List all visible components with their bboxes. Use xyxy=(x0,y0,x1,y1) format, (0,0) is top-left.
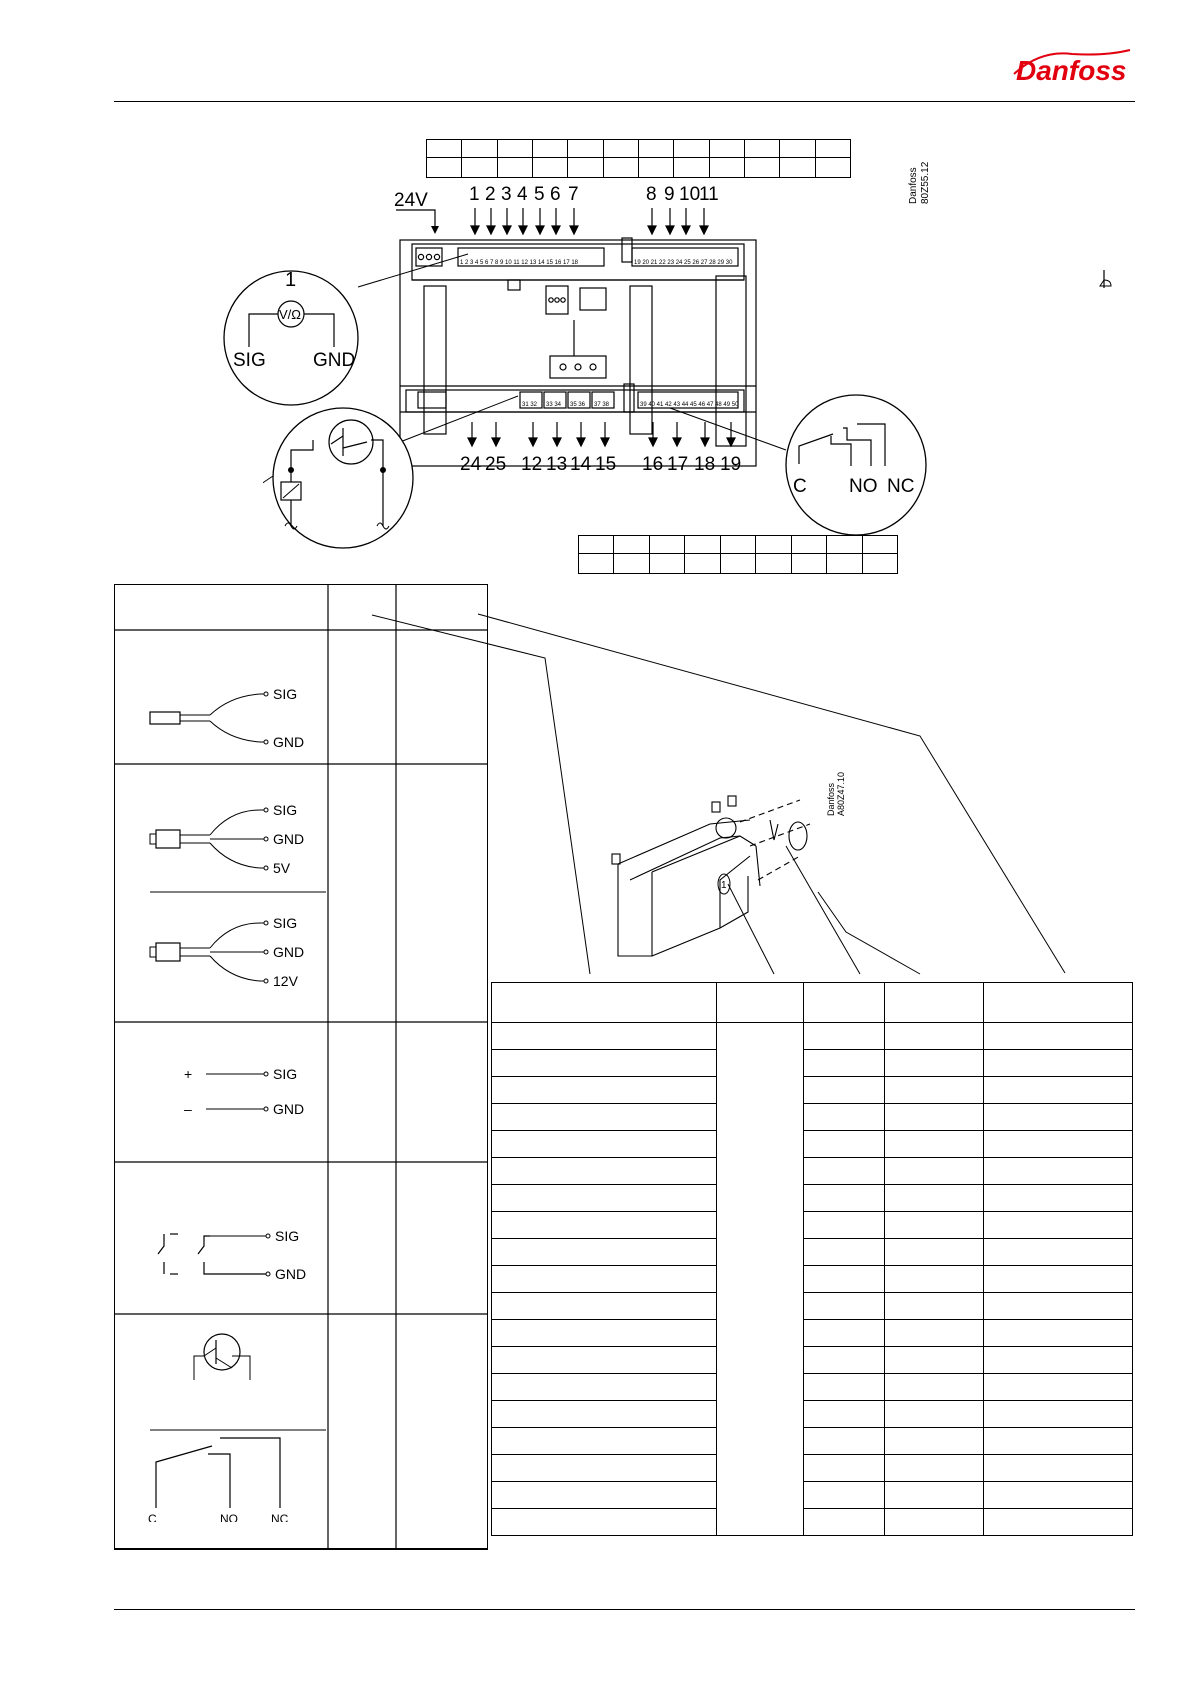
terminal-strip-37-38: 37 38 xyxy=(594,402,610,408)
relay-output-example: C NO NC xyxy=(148,1437,289,1522)
input-sig-label: SIG xyxy=(233,350,266,371)
terminal-13-label: 13 xyxy=(546,454,567,475)
terminal-12-label: 12 xyxy=(521,454,542,475)
example3-sig-label: SIG xyxy=(273,915,297,931)
connector-code-line1: Danfoss xyxy=(826,782,836,816)
meter-symbol-label: V/Ω xyxy=(279,307,301,322)
transmitter-12v-example: SIG GND 12V xyxy=(149,915,304,989)
example5-sig-label: SIG xyxy=(275,1228,299,1244)
example4-plus-label: + xyxy=(184,1066,192,1082)
bottom-terminal-numbers: 24 25 12 13 14 15 16 17 18 19 xyxy=(460,454,741,475)
terminal-11-label: 11 xyxy=(699,184,719,205)
terminal-5-label: 5 xyxy=(534,184,545,205)
terminal-1-label: 1 xyxy=(469,184,480,205)
controller-wiring-diagram: 24V 1 2 3 4 5 6 7 8 9 10 11 xyxy=(357,184,787,475)
terminal-17-label: 17 xyxy=(667,454,688,475)
danfoss-logo: Danfoss xyxy=(1013,49,1131,86)
example4-gnd-label: GND xyxy=(273,1101,304,1117)
example2-sig-label: SIG xyxy=(273,802,297,818)
terminal-10-label: 10 xyxy=(679,184,700,205)
drawing-code-line2: 80Z55.12 xyxy=(920,161,931,204)
terminal-18-label: 18 xyxy=(694,454,715,475)
terminal-4-label: 4 xyxy=(517,184,528,205)
terminal-2-label: 2 xyxy=(485,184,496,205)
terminal-strip-19-30: 19 20 21 22 23 24 25 26 27 28 29 30 xyxy=(634,260,733,266)
terminal-strip-33-34: 33 34 xyxy=(546,402,562,408)
terminal-strip-39-50: 39 40 41 42 43 44 45 46 47 48 49 50 xyxy=(640,402,739,408)
terminal-25-label: 25 xyxy=(485,454,506,475)
input-number-label: 1 xyxy=(285,269,296,291)
voltage-signal-example: + – SIG GND xyxy=(184,1066,304,1117)
footer-rule xyxy=(114,1609,1135,1610)
terminal-7-label: 7 xyxy=(568,184,579,205)
terminal-16-label: 16 xyxy=(642,454,663,475)
example6-c-label: C xyxy=(148,1512,157,1522)
terminal-15-label: 15 xyxy=(595,454,616,475)
example1-sig-label: SIG xyxy=(273,686,297,702)
ground-symbol-icon xyxy=(1099,270,1112,288)
example2-gnd-label: GND xyxy=(273,831,304,847)
wiring-examples-grid xyxy=(114,584,488,1550)
terminal-8-label: 8 xyxy=(646,184,657,205)
transmitter-5v-example: SIG GND 5V xyxy=(149,802,304,876)
leader-lines xyxy=(371,613,1066,975)
drawing-code: Danfoss 80Z55.12 xyxy=(908,161,931,204)
terminal-24-label: 24 xyxy=(460,454,482,475)
supply-24v-label: 24V xyxy=(394,190,428,211)
transistor-output-detail xyxy=(263,407,414,549)
logo-text: Danfoss xyxy=(1016,55,1126,86)
terminal-strip-1-18: 1 2 3 4 5 6 7 8 9 10 11 12 13 14 15 16 1… xyxy=(460,260,579,266)
terminal-strip-31-32: 31 32 xyxy=(522,402,538,408)
connector-number-label: 1 xyxy=(721,880,727,891)
relay-output-detail: C NO NC xyxy=(785,394,927,536)
example4-minus-label: – xyxy=(184,1101,192,1117)
terminal-strip-35-36: 35 36 xyxy=(570,402,586,408)
connector-code-line2: A80Z47.10 xyxy=(836,772,846,816)
example3-gnd-label: GND xyxy=(273,944,304,960)
terminal-3-label: 3 xyxy=(501,184,512,205)
terminal-19-label: 19 xyxy=(720,454,741,475)
example1-gnd-label: GND xyxy=(273,734,304,750)
terminal-14-label: 14 xyxy=(570,454,592,475)
top-terminal-numbers: 1 2 3 4 5 6 7 8 9 10 11 xyxy=(469,184,719,205)
terminal-9-label: 9 xyxy=(664,184,675,205)
example3-12v-label: 12V xyxy=(273,973,299,989)
analog-input-detail: 1 V/Ω SIG GND xyxy=(223,269,359,406)
relay-c-label: C xyxy=(793,476,807,497)
terminal-data-table xyxy=(491,982,1133,1536)
top-header-table xyxy=(425,139,852,178)
example6-no-label: NO xyxy=(220,1512,238,1522)
sensor-wiring-example: SIG GND xyxy=(149,686,304,750)
contact-signal-example: SIG GND xyxy=(157,1228,306,1282)
example2-5v-label: 5V xyxy=(273,860,291,876)
drawing-code-line1: Danfoss xyxy=(908,167,919,204)
output-header-table xyxy=(577,535,898,574)
terminal-6-label: 6 xyxy=(550,184,561,205)
example6-nc-label: NC xyxy=(271,1512,289,1522)
input-gnd-label: GND xyxy=(313,350,355,371)
wiring-examples-table xyxy=(114,584,488,1550)
relay-nc-label: NC xyxy=(887,476,914,497)
transistor-output-example xyxy=(193,1333,251,1380)
example4-sig-label: SIG xyxy=(273,1066,297,1082)
relay-no-label: NO xyxy=(849,476,878,497)
connector-plug-drawing: Danfoss A80Z47.10 1 xyxy=(611,772,846,957)
header-rule xyxy=(114,101,1135,102)
controller-body xyxy=(399,237,757,467)
example5-gnd-label: GND xyxy=(275,1266,306,1282)
